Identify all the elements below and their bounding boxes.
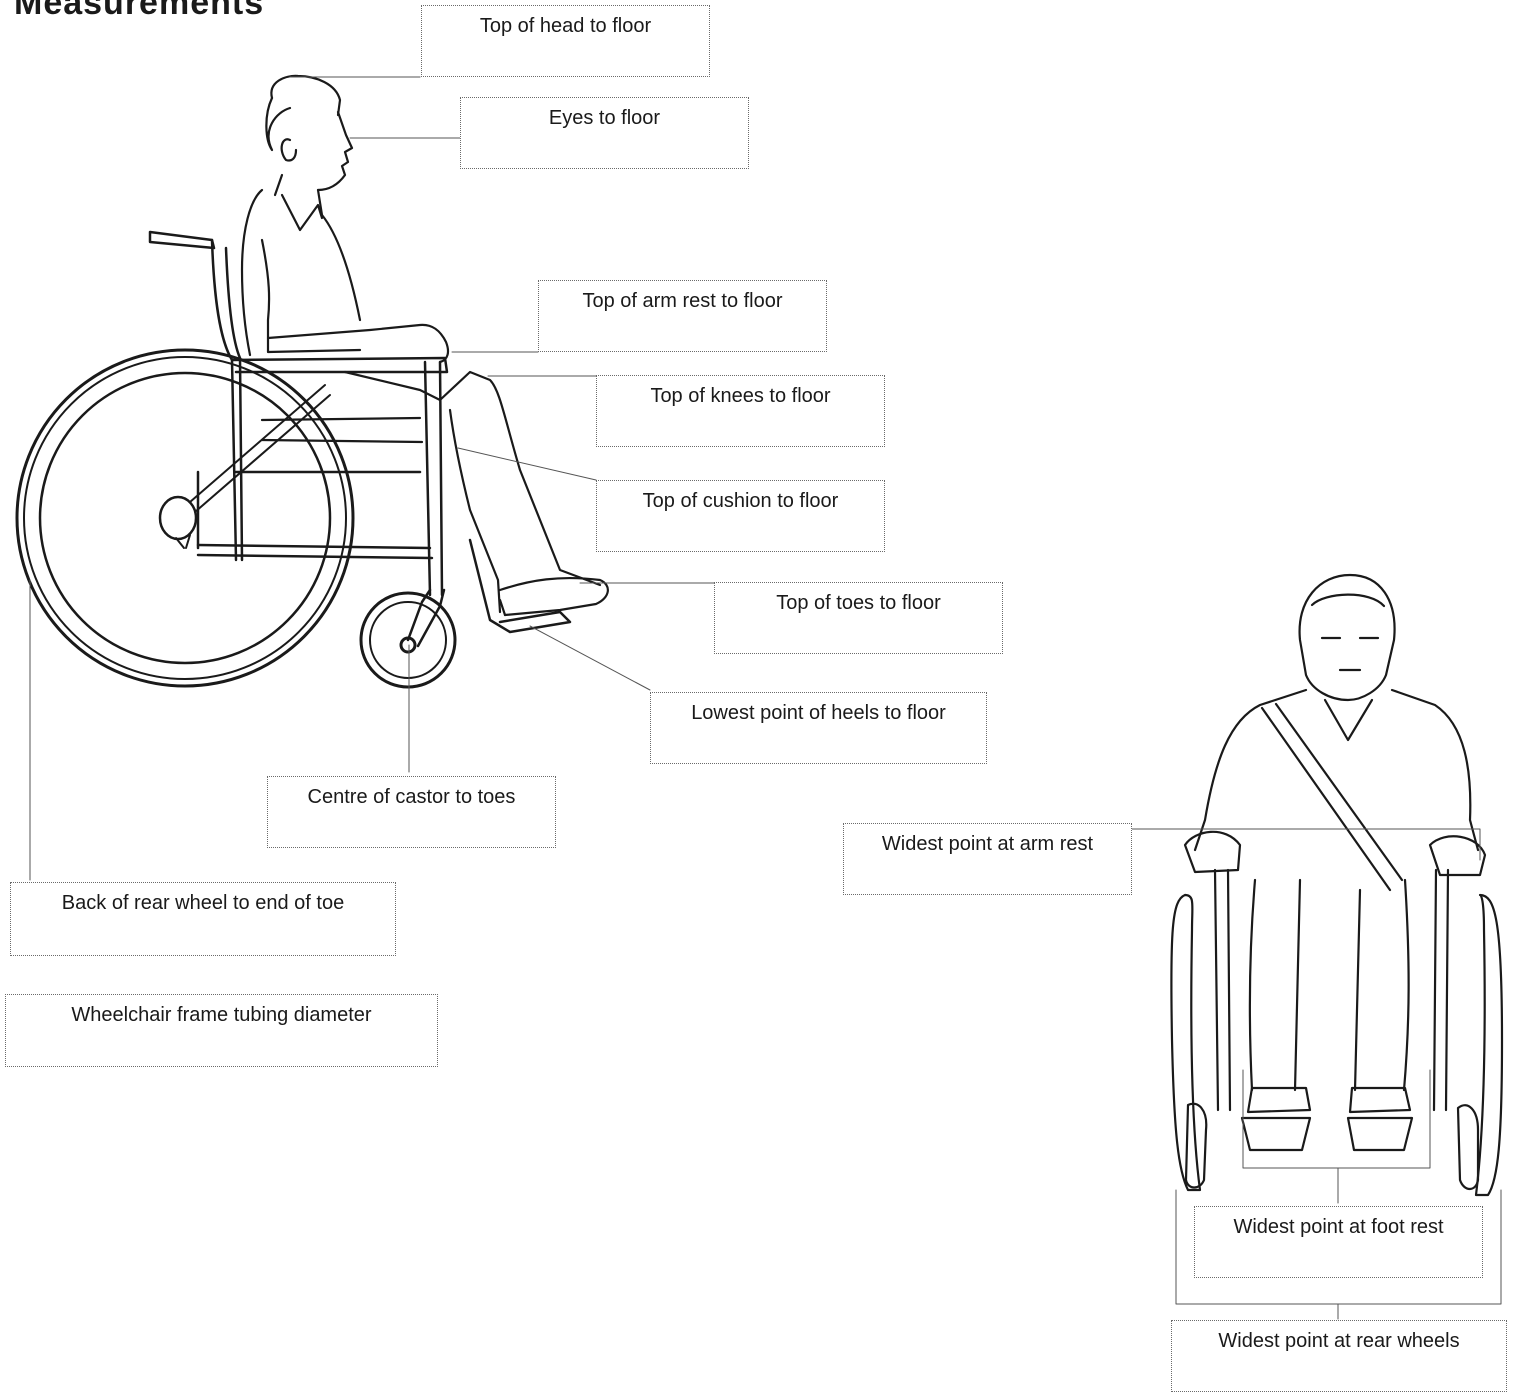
label-eyes-to-floor: Eyes to floor — [460, 97, 749, 169]
label-toes-to-floor: Top of toes to floor — [714, 582, 1003, 654]
label-cushion-to-floor: Top of cushion to floor — [596, 480, 885, 552]
label-widest-armrest: Widest point at arm rest — [843, 823, 1132, 895]
label-heels-to-floor: Lowest point of heels to floor — [650, 692, 987, 764]
label-knees-to-floor: Top of knees to floor — [596, 375, 885, 447]
footplate-side — [470, 540, 570, 632]
label-widest-rear-wheels: Widest point at rear wheels — [1171, 1320, 1507, 1392]
rear-wheel — [17, 350, 353, 686]
label-frame-tubing-diameter: Wheelchair frame tubing diameter — [5, 994, 438, 1067]
label-armrest-to-floor: Top of arm rest to floor — [538, 280, 827, 352]
wheelchair-front-view — [1171, 575, 1502, 1195]
label-top-of-head: Top of head to floor — [421, 5, 710, 77]
label-castor-to-toes: Centre of castor to toes — [267, 776, 556, 848]
label-widest-footrest: Widest point at foot rest — [1194, 1206, 1483, 1278]
label-rear-wheel-to-toe: Back of rear wheel to end of toe — [10, 882, 396, 956]
wheelchair-frame-side — [150, 232, 447, 646]
